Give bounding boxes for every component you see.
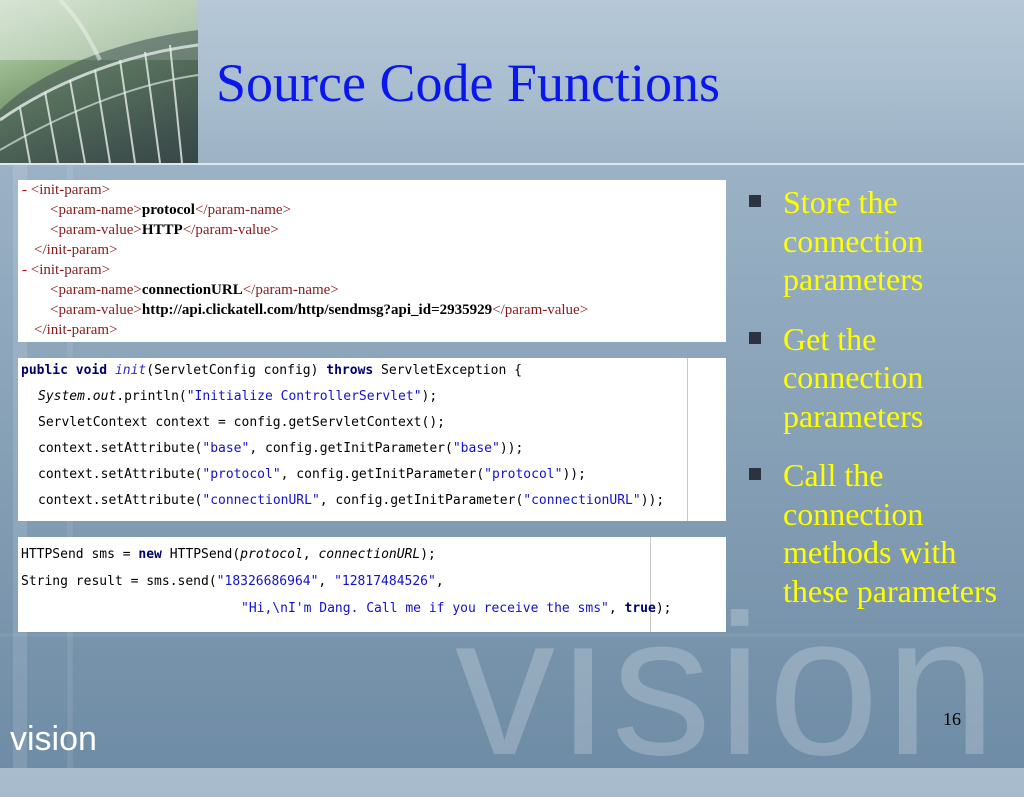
page-number: 16 — [943, 709, 961, 729]
square-bullet-icon — [749, 331, 761, 344]
bullet-text: Get the connection parameters — [783, 320, 924, 434]
code-line: "Hi,\nI'm Dang. Call me if you receive t… — [241, 601, 672, 616]
xml-line: <param-value>http://api.clickatell.com/h… — [50, 302, 589, 318]
bullet-item: Store the connection parameters — [745, 183, 1015, 299]
code-line: context.setAttribute("base", config.getI… — [38, 441, 524, 456]
xml-line: </init-param> — [34, 242, 118, 258]
code-line: HTTPSend sms = new HTTPSend(protocol, co… — [21, 547, 436, 562]
code-line: ServletContext context = config.getServl… — [38, 415, 445, 430]
init-method-code-screenshot: public void init(ServletConfig config) t… — [18, 358, 726, 521]
xml-config-screenshot: - <init-param> <param-name>protocol</par… — [18, 180, 726, 342]
xml-line: <param-value>HTTP</param-value> — [50, 222, 279, 238]
bullet-text: Store the connection parameters — [783, 184, 924, 297]
editor-margin-line — [687, 358, 688, 521]
xml-line: <param-name>connectionURL</param-name> — [50, 282, 339, 298]
square-bullet-icon — [749, 195, 761, 207]
brand-logo: vision — [10, 720, 97, 758]
code-line: String result = sms.send("18326686964", … — [21, 574, 444, 589]
code-line: public void init(ServletConfig config) t… — [21, 363, 522, 378]
bullet-item: Call the connection methods with these p… — [745, 456, 1015, 610]
xml-line: - <init-param> — [22, 262, 111, 278]
bullet-item: Get the connection parameters — [745, 320, 1015, 436]
code-line: System.out.println("Initialize Controlle… — [38, 389, 438, 404]
header-photo — [0, 0, 198, 163]
slide-title: Source Code Functions — [216, 53, 720, 113]
bullet-text: Call the connection methods with these p… — [783, 457, 998, 609]
xml-line: - <init-param> — [22, 182, 111, 198]
bullet-list: Store the connection parameters Get the … — [745, 183, 1015, 631]
code-line: context.setAttribute("connectionURL", co… — [38, 493, 665, 508]
code-line: context.setAttribute("protocol", config.… — [38, 467, 586, 482]
header-divider — [0, 163, 1024, 165]
editor-margin-line — [650, 537, 651, 632]
square-bullet-icon — [749, 468, 761, 480]
xml-line: </init-param> — [34, 322, 118, 338]
send-sms-code-screenshot: HTTPSend sms = new HTTPSend(protocol, co… — [18, 537, 726, 632]
xml-line: <param-name>protocol</param-name> — [50, 202, 291, 218]
